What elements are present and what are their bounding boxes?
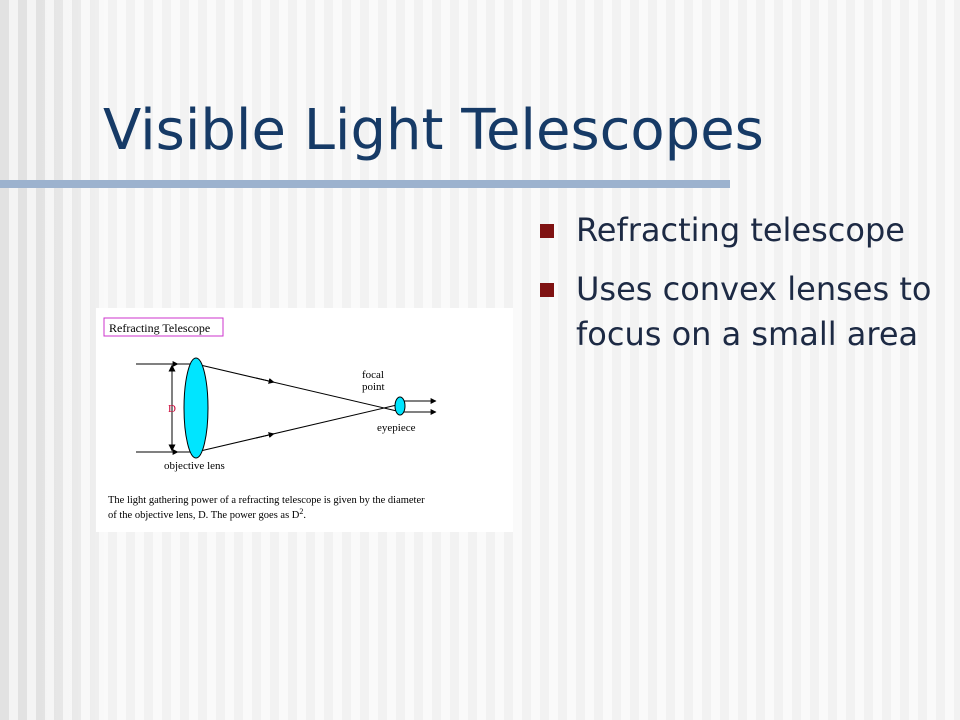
objective-lens <box>183 357 209 459</box>
bullet-square-icon <box>540 283 554 297</box>
bullet-item: Refracting telescope <box>540 208 940 253</box>
ray-arrow <box>255 377 275 384</box>
bullet-square-icon <box>540 224 554 238</box>
figure-title-box <box>103 317 224 337</box>
figure-caption: of the objective lens, D. The power goes… <box>108 507 306 521</box>
caption-period: . <box>303 510 306 521</box>
caption-text: of the objective lens, D. The power goes… <box>108 510 300 521</box>
caption-superscript: 2 <box>299 507 303 516</box>
title-underline <box>0 180 730 188</box>
focal-point-label: focal <box>362 369 384 381</box>
diameter-label: D <box>168 403 176 415</box>
focal-point-label: point <box>362 381 385 393</box>
figure-title: Refracting Telescope <box>109 321 210 335</box>
slide-title: Visible Light Telescopes <box>103 98 764 163</box>
bullet-list: Refracting telescope Uses convex lenses … <box>540 208 940 371</box>
refracting-telescope-diagram: Refracting Telescope D focal point eyepi… <box>96 308 513 532</box>
bullet-text: Refracting telescope <box>576 211 905 249</box>
eyepiece-label: eyepiece <box>377 422 416 434</box>
eyepiece-lens <box>394 396 406 416</box>
bullet-text: Uses convex lenses to focus on a small a… <box>576 270 932 353</box>
diagram-svg: Refracting Telescope D focal point eyepi… <box>103 317 437 521</box>
objective-lens-label: objective lens <box>164 460 225 472</box>
converging-ray-top <box>195 363 385 409</box>
ray-arrow <box>255 432 275 439</box>
figure-caption: The light gathering power of a refractin… <box>108 495 425 506</box>
converging-ray-bottom <box>195 407 385 453</box>
bullet-item: Uses convex lenses to focus on a small a… <box>540 267 940 357</box>
